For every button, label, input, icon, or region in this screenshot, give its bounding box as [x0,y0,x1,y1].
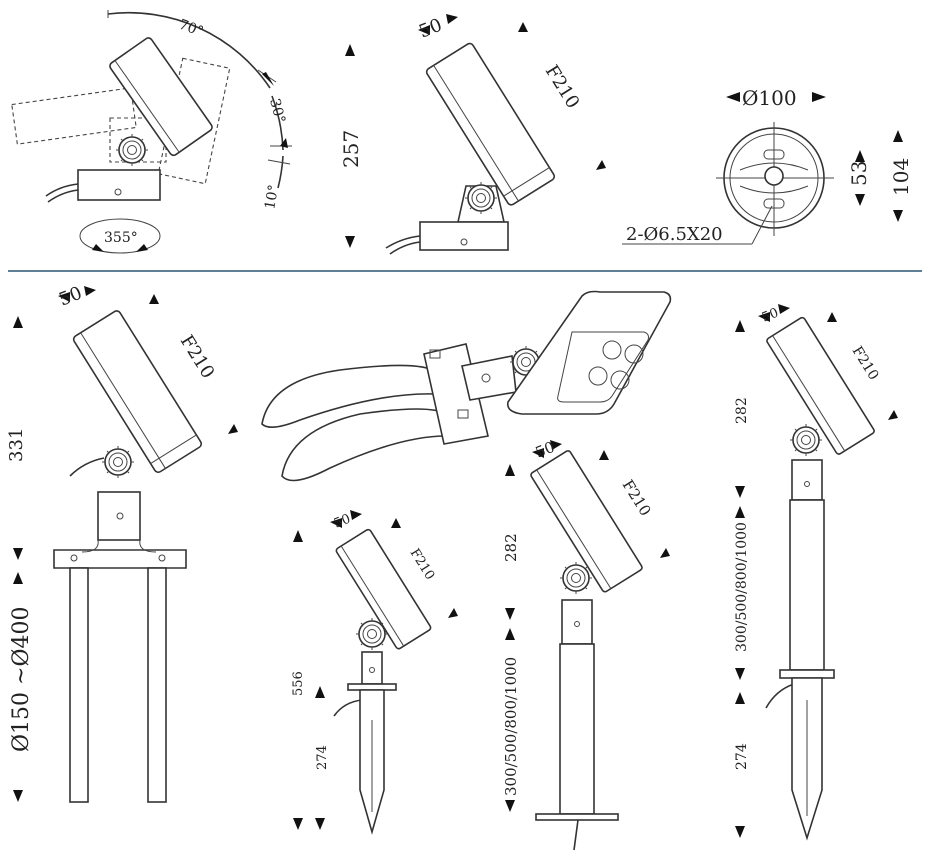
model-label-top: F210 [541,62,584,113]
base-range-label: Ø150 ~Ø400 [9,607,34,752]
long-spike-view [735,304,898,841]
holes-label: 2-Ø6.5X20 [626,224,723,245]
model-label-base: F210 [619,477,655,520]
model-label-left: F210 [176,332,219,383]
height-274-label-small: 274 [315,745,330,770]
model-label-long: F210 [849,344,882,383]
forked-stake-view [13,286,238,803]
width-50-label-base: 50 [533,438,557,462]
width-50-label-top: 50 [416,15,445,43]
dim-53-label: 53 [847,161,871,186]
height-282-label-base: 282 [502,533,520,562]
width-50-label-left: 50 [56,283,85,311]
perspective-view [261,290,672,482]
angle-10-label: 10° [262,183,282,210]
height-556-label: 556 [291,671,306,696]
model-label-small: F210 [407,546,438,583]
height-282-label-long: 282 [734,397,750,424]
lengths-label-base: 300/500/800/1000 [502,657,520,796]
rotation-label: 355° [104,230,138,246]
small-spike-view [293,510,458,835]
base-plate-view [622,92,903,245]
tilt-diagram [11,10,292,254]
base-pole-view [505,440,670,851]
angle-30-label: 30° [266,97,288,125]
side-view-top [345,14,606,255]
height-331-label: 331 [6,428,27,462]
dim-104-label: 104 [889,158,913,196]
lengths-label-long: 300/500/800/1000 [734,522,750,652]
height-274-label-long: 274 [734,743,750,770]
width-50-label-long: 50 [760,306,781,326]
height-257-label: 257 [339,130,363,168]
diameter-100-label: Ø100 [742,86,797,110]
angle-70-label: 70° [177,17,206,41]
width-50-label-small: 50 [332,512,353,532]
